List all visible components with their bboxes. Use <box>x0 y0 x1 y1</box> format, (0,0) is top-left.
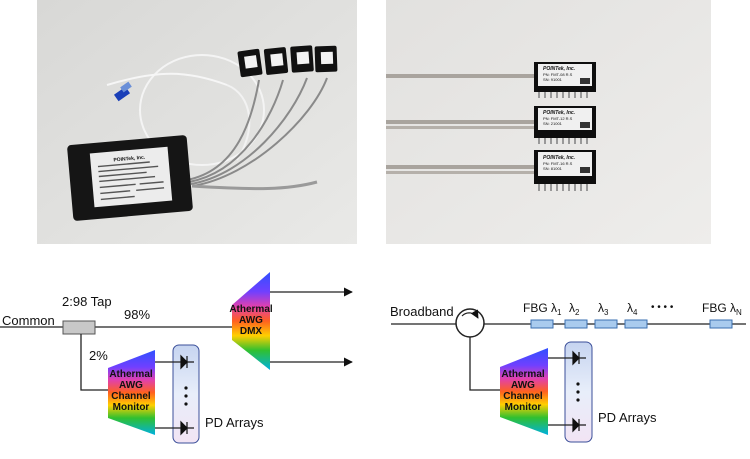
svg-text:AWG: AWG <box>239 315 263 326</box>
right-diagram: Broadband FBG λ1 λ2 λ3 λ4 • • • • FBG λN <box>390 301 746 443</box>
photo-pd-chips <box>237 45 338 78</box>
fbg-gratings <box>530 319 733 329</box>
lambda-3-label: λ3 <box>598 301 609 317</box>
right-awg-channel-monitor <box>500 348 548 435</box>
svg-text:Athermal: Athermal <box>501 369 545 380</box>
svg-text:PN: FMT-08 R.S: PN: FMT-08 R.S <box>543 72 573 77</box>
svg-text:Athermal: Athermal <box>229 304 273 315</box>
module-label-brand: POINTek, Inc. <box>113 155 146 164</box>
left-pd-arrays-label: PD Arrays <box>205 415 264 430</box>
photo-awg-module: POINTek, Inc. <box>37 0 357 244</box>
fbg-ellipsis: • • • • <box>651 302 674 313</box>
svg-text:POINTek, Inc.: POINTek, Inc. <box>543 155 575 161</box>
awg-dmx <box>232 272 270 370</box>
left-pd-diode-top <box>180 354 194 370</box>
right-pd-diode-bottom <box>572 417 586 433</box>
pct-2-label: 2% <box>89 348 108 363</box>
photo-pd-module-a: POINTek, Inc. PN: FMT-08 R.S SN: 91001 <box>534 62 596 98</box>
left-pd-array <box>172 344 200 444</box>
svg-text:SN: 91001: SN: 91001 <box>543 77 563 82</box>
left-awg-channel-monitor <box>108 350 155 435</box>
photo-pd-module-c: POINTek, Inc. PN: FMT-16 R.S SN: 81001 <box>534 150 596 191</box>
svg-text:DMX: DMX <box>240 326 263 337</box>
svg-text:Channel: Channel <box>111 391 151 402</box>
svg-text:SN: 21001: SN: 21001 <box>543 121 563 126</box>
svg-text:AWG: AWG <box>511 380 535 391</box>
tap-coupler <box>62 320 96 335</box>
common-label: Common <box>2 313 55 328</box>
pct-98-label: 98% <box>124 307 150 322</box>
fbg-first-label: FBG λ1 <box>523 301 562 317</box>
right-pd-arrays-label: PD Arrays <box>598 410 657 425</box>
svg-text:AWG: AWG <box>119 380 143 391</box>
svg-text:Monitor: Monitor <box>113 402 150 413</box>
svg-text:POINTek, Inc.: POINTek, Inc. <box>543 66 575 72</box>
photo-pd-modules: POINTek, Inc. PN: FMT-08 R.S SN: 91001 P… <box>386 0 711 244</box>
left-diagram: Common 2:98 Tap 98% 2% Athermal AWG Chan… <box>0 272 353 444</box>
broadband-label: Broadband <box>390 304 454 319</box>
lambda-4-label: λ4 <box>627 301 638 317</box>
svg-text:Monitor: Monitor <box>505 402 542 413</box>
lambda-2-label: λ2 <box>569 301 580 317</box>
svg-text:PN: FMT-12 R.S: PN: FMT-12 R.S <box>543 116 573 121</box>
photo-awg-module-drawing: POINTek, Inc. <box>37 0 357 244</box>
fbg-last-label: FBG λN <box>702 301 742 317</box>
svg-text:Athermal: Athermal <box>109 369 153 380</box>
svg-text:POINTek, Inc.: POINTek, Inc. <box>543 110 575 116</box>
tap-label: 2:98 Tap <box>62 294 112 309</box>
svg-text:Channel: Channel <box>503 391 543 402</box>
right-pd-diode-top <box>572 350 586 366</box>
left-pd-diode-bottom <box>180 420 194 436</box>
svg-text:PN: FMT-16 R.S: PN: FMT-16 R.S <box>543 161 573 166</box>
photo-pd-module-b: POINTek, Inc. PN: FMT-12 R.S SN: 21001 <box>534 106 596 144</box>
photo-module-box: POINTek, Inc. <box>67 135 193 221</box>
photo-pd-modules-drawing: POINTek, Inc. PN: FMT-08 R.S SN: 91001 P… <box>386 0 711 244</box>
svg-text:SN: 81001: SN: 81001 <box>543 166 563 171</box>
